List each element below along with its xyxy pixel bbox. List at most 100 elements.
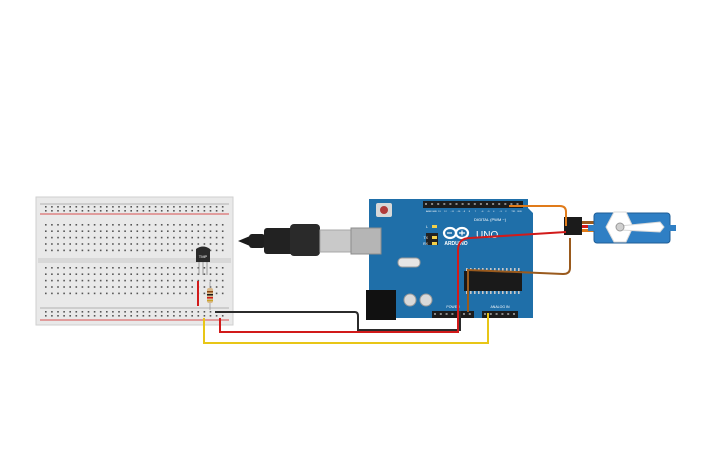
chip-pin <box>470 291 472 294</box>
terminal-hole <box>51 236 53 239</box>
wire-orange-signal[interactable] <box>509 205 567 226</box>
terminal-hole <box>106 236 108 239</box>
terminal-hole <box>63 292 65 295</box>
terminal-hole <box>51 292 53 295</box>
terminal-hole <box>130 224 132 226</box>
wire-brown-gnd[interactable] <box>467 238 571 312</box>
terminal-hole <box>167 267 169 269</box>
terminal-hole <box>173 267 175 269</box>
terminal-hole <box>112 236 114 239</box>
terminal-hole <box>112 273 114 275</box>
digital-pin-label: 8 <box>469 211 471 213</box>
terminal-hole <box>215 292 218 295</box>
led-label-tx: TX <box>424 236 429 240</box>
terminal-hole <box>185 230 187 232</box>
rail-hole <box>179 206 181 208</box>
rail-hole <box>191 315 193 317</box>
top-rail-holes <box>45 206 224 212</box>
usb-cable-icon[interactable] <box>238 224 353 256</box>
wire-black-gnd[interactable] <box>215 311 461 331</box>
terminal-hole <box>167 224 169 226</box>
terminal-hole <box>221 236 224 239</box>
terminal-hole <box>93 279 96 282</box>
terminal-hole <box>93 224 96 226</box>
terminal-hole <box>173 230 175 232</box>
terminal-hole <box>173 243 175 245</box>
digital-pin-label: ~6 <box>481 211 484 213</box>
rail-hole <box>87 311 90 313</box>
chip-pin <box>494 291 496 294</box>
temperature-sensor-icon[interactable]: TMP <box>196 246 210 276</box>
header-hole <box>486 203 488 205</box>
terminal-hole <box>124 273 126 275</box>
rail-hole <box>167 210 169 212</box>
servo-motor-icon[interactable] <box>564 211 676 244</box>
terminal-hole <box>87 286 90 288</box>
terminal-hole <box>63 273 65 275</box>
dc-power-jack <box>366 290 396 320</box>
terminal-hole <box>87 236 90 239</box>
wire-red-5v[interactable] <box>219 231 567 333</box>
terminal-hole <box>221 292 224 295</box>
terminal-hole <box>63 236 65 239</box>
terminal-hole <box>197 224 200 226</box>
terminal-hole <box>130 273 132 275</box>
terminal-hole <box>130 267 132 269</box>
header-hole <box>461 203 464 205</box>
terminal-hole <box>142 236 145 239</box>
rail-hole <box>215 315 218 317</box>
terminal-hole <box>57 243 59 245</box>
terminal-hole <box>112 230 114 232</box>
rail-hole <box>185 311 187 313</box>
arduino-brand-text: ARDUINO <box>444 241 467 247</box>
rail-hole <box>75 210 78 212</box>
terminal-hole <box>118 249 120 252</box>
terminal-hole <box>45 224 47 226</box>
terminal-hole <box>215 286 218 288</box>
terminal-hole <box>99 279 102 282</box>
terminal-hole <box>179 279 181 282</box>
terminal-hole <box>57 273 59 275</box>
terminal-hole <box>185 292 187 295</box>
header-hole <box>489 313 492 315</box>
digital-pin-label: ~5 <box>487 211 490 213</box>
terminal-hole <box>197 236 200 239</box>
rail-hole <box>45 311 47 313</box>
terminal-hole <box>185 236 187 239</box>
terminal-hole <box>87 224 90 226</box>
terminal-hole <box>106 267 108 269</box>
rail-hole <box>87 210 90 212</box>
chip-pin <box>514 268 516 271</box>
header-hole <box>516 203 519 205</box>
header-hole <box>498 203 501 205</box>
reset-button[interactable] <box>380 206 388 214</box>
header-hole <box>495 313 498 315</box>
terminal-hole <box>191 224 193 226</box>
terminal-hole <box>185 249 187 252</box>
terminal-hole <box>154 286 157 288</box>
atmega-chip <box>464 271 522 291</box>
terminal-hole <box>57 249 59 252</box>
terminal-hole <box>130 279 132 282</box>
rail-hole <box>142 311 145 313</box>
terminal-hole <box>69 267 71 269</box>
chip-pin <box>474 291 476 294</box>
terminal-hole <box>167 243 169 245</box>
crystal-oscillator <box>397 257 421 268</box>
wire-yellow-a0[interactable] <box>203 313 489 344</box>
rail-hole <box>167 206 169 208</box>
terminal-hole <box>112 243 114 245</box>
resistor-icon[interactable] <box>207 282 213 310</box>
rail-hole <box>148 311 151 313</box>
terminal-hole <box>173 286 175 288</box>
rail-hole <box>63 210 65 212</box>
terminal-hole <box>51 243 53 245</box>
terminal-hole <box>69 243 71 245</box>
terminal-hole <box>75 279 78 282</box>
terminal-hole <box>57 279 59 282</box>
terminal-hole <box>81 243 84 245</box>
terminal-hole <box>93 267 96 269</box>
usb-cable-strain-relief <box>249 234 265 248</box>
